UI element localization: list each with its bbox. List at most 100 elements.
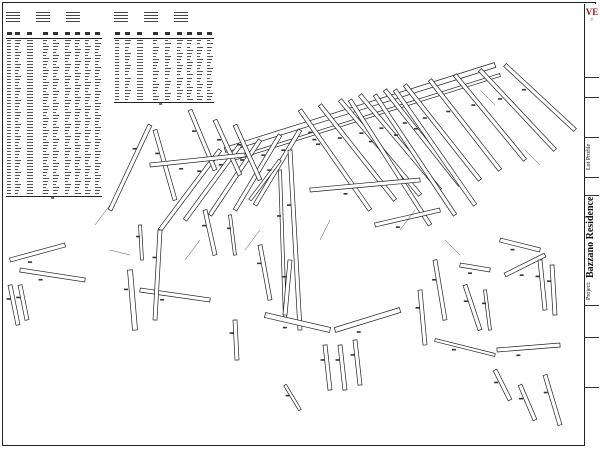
table-cell-mark bbox=[75, 58, 78, 60]
table-cell-mark bbox=[7, 157, 11, 159]
table-cell-mark bbox=[15, 154, 19, 156]
table-cell-mark bbox=[165, 89, 168, 91]
table-cell-mark bbox=[153, 77, 157, 79]
part-tag-mark bbox=[343, 192, 348, 195]
part-tag-mark bbox=[356, 331, 361, 333]
tie-beam bbox=[149, 152, 246, 168]
table-cell-mark bbox=[15, 130, 19, 132]
table-cell-mark bbox=[7, 112, 11, 114]
table-cell-mark bbox=[53, 58, 58, 60]
table-cell-mark bbox=[65, 130, 69, 132]
table-cell-mark bbox=[15, 187, 20, 189]
table-cell-mark bbox=[65, 136, 71, 138]
table-cell-mark bbox=[15, 148, 21, 150]
post-left-4 bbox=[152, 229, 163, 321]
table-cell-mark bbox=[43, 175, 46, 177]
table-cell-mark bbox=[65, 109, 68, 111]
table-cell-mark bbox=[27, 184, 33, 186]
tb-cell-2 bbox=[585, 78, 599, 98]
table-cell-mark bbox=[115, 86, 119, 88]
part-tag-mark bbox=[261, 154, 266, 157]
table-cell-mark bbox=[153, 74, 158, 76]
table-cell-mark bbox=[85, 76, 89, 78]
table-cell-mark bbox=[85, 73, 90, 75]
table-cell-mark bbox=[207, 62, 211, 63]
table-cell-mark bbox=[85, 157, 90, 159]
table-cell-mark bbox=[137, 46, 143, 48]
table-cell-mark bbox=[15, 145, 18, 147]
table-cell-mark bbox=[15, 178, 19, 180]
info-mark bbox=[114, 18, 128, 19]
table-cell-mark bbox=[43, 52, 47, 54]
tb-cell-5 bbox=[585, 178, 599, 196]
table-cell-mark bbox=[153, 80, 156, 82]
table-cell-mark bbox=[177, 74, 180, 76]
info-mark bbox=[6, 18, 20, 19]
table-cell-mark bbox=[95, 85, 99, 87]
table-cell-mark bbox=[43, 109, 48, 111]
hip-brace bbox=[248, 158, 282, 202]
table-cell-mark bbox=[53, 64, 56, 66]
table-cell-mark bbox=[65, 124, 71, 126]
table-cell-mark bbox=[7, 169, 11, 171]
table-cell-mark bbox=[197, 52, 201, 54]
table-cell-mark bbox=[85, 184, 89, 186]
table-cell-mark bbox=[53, 190, 58, 192]
table-cell-mark bbox=[85, 91, 88, 93]
column-header-mark bbox=[125, 32, 130, 35]
table-cell-mark bbox=[15, 139, 20, 141]
table-cell-mark bbox=[115, 55, 119, 57]
table-cell-mark bbox=[165, 58, 170, 60]
part-tag-mark bbox=[494, 381, 499, 384]
table-cell-mark bbox=[75, 40, 80, 42]
table-cell-mark bbox=[125, 86, 128, 88]
column-header-mark bbox=[207, 32, 212, 35]
central-post bbox=[287, 149, 303, 331]
table-cell-mark bbox=[75, 130, 78, 132]
table-cell-mark bbox=[95, 169, 99, 171]
table-cell-mark bbox=[27, 94, 33, 96]
table-cell-mark bbox=[95, 76, 98, 78]
table-cell-mark bbox=[197, 46, 203, 48]
table-cell-mark bbox=[125, 49, 128, 51]
table-cell-mark bbox=[187, 62, 193, 63]
table-cell-mark bbox=[65, 55, 70, 57]
table-cell-mark bbox=[95, 187, 101, 189]
part-tag-mark bbox=[498, 98, 503, 100]
table-cell-mark bbox=[27, 82, 33, 84]
table-cell-mark bbox=[43, 40, 47, 42]
post-upper bbox=[107, 123, 153, 212]
part-tag-mark bbox=[227, 227, 232, 230]
table-cell-mark bbox=[7, 163, 11, 165]
table-cell-mark bbox=[75, 70, 78, 72]
rafter-right bbox=[503, 63, 577, 132]
info-mark bbox=[66, 15, 80, 16]
leader-line bbox=[244, 229, 261, 251]
table-cell-mark bbox=[125, 52, 131, 54]
post-low-3 bbox=[352, 339, 363, 386]
table-cell-mark bbox=[65, 163, 70, 165]
table-cell-mark bbox=[125, 89, 131, 91]
tb-cell-lot-profile bbox=[585, 138, 599, 178]
table-cell-mark bbox=[15, 100, 21, 102]
rafter-right bbox=[372, 93, 458, 217]
part-tag-mark bbox=[285, 394, 290, 397]
table-cell-mark bbox=[115, 40, 119, 42]
table-cell-mark bbox=[125, 77, 131, 79]
column-header-mark bbox=[15, 32, 20, 35]
table-cell-mark bbox=[65, 97, 68, 99]
table-bottom-rule bbox=[6, 196, 102, 197]
table-cell-mark bbox=[75, 49, 81, 51]
table-cell-mark bbox=[53, 94, 58, 96]
table-cell-mark bbox=[85, 121, 90, 123]
table-cell-mark bbox=[95, 67, 101, 69]
table-cell-mark bbox=[85, 142, 91, 144]
part-tag-mark bbox=[463, 300, 468, 302]
table-cell-mark bbox=[75, 193, 81, 195]
table-cell-mark bbox=[53, 154, 58, 156]
table-cell-mark bbox=[177, 99, 180, 101]
table-cell-mark bbox=[95, 115, 101, 117]
table-cell-mark bbox=[125, 55, 130, 57]
table-cell-mark bbox=[95, 58, 100, 60]
table-cell-mark bbox=[207, 96, 212, 97]
